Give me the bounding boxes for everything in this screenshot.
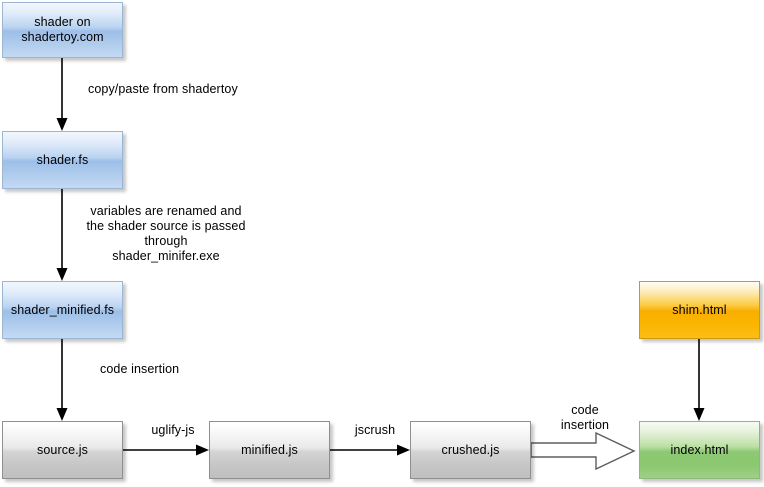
node-label: crushed.js <box>441 442 500 457</box>
edge-label-copy-paste: copy/paste from shadertoy <box>88 82 238 96</box>
node-shader-minified-fs[interactable]: shader_minified.fs <box>2 281 123 339</box>
node-minified-js[interactable]: minified.js <box>209 421 330 479</box>
node-shader-fs[interactable]: shader.fs <box>2 131 123 189</box>
edge-minified-to-sourcejs <box>56 339 68 421</box>
edge-label-jscrush: jscrush <box>354 423 396 437</box>
node-shader-on-shadertoy[interactable]: shader on shadertoy.com <box>2 2 123 58</box>
edge-crushedjs-to-indexhtml <box>530 431 636 471</box>
edge-minifiedjs-to-crushedjs <box>330 444 410 456</box>
edge-label-uglify-js: uglify-js <box>151 423 195 437</box>
edge-label-code-insertion-2: code insertion <box>560 403 610 432</box>
node-label: shader.fs <box>36 152 89 167</box>
node-crushed-js[interactable]: crushed.js <box>410 421 531 479</box>
edge-sourcejs-to-minifiedjs <box>123 444 209 456</box>
node-index-html[interactable]: index.html <box>639 421 760 479</box>
edge-shaderfs-to-minified <box>56 189 68 281</box>
edge-label-rename-minify: variables are renamed and the shader sou… <box>86 204 246 263</box>
node-label: shim.html <box>672 302 727 317</box>
node-source-js[interactable]: source.js <box>2 421 123 479</box>
node-label: source.js <box>37 442 88 457</box>
node-label: index.html <box>670 442 729 457</box>
node-label: shader_minified.fs <box>10 302 115 317</box>
node-label: shader on shadertoy.com <box>21 15 104 44</box>
node-label: minified.js <box>241 442 298 457</box>
edge-label-code-insertion-1: code insertion <box>100 362 180 376</box>
edge-shadertoy-to-shaderfs <box>56 58 68 131</box>
edge-shimhtml-to-indexhtml <box>693 339 705 421</box>
node-shim-html[interactable]: shim.html <box>639 281 760 339</box>
